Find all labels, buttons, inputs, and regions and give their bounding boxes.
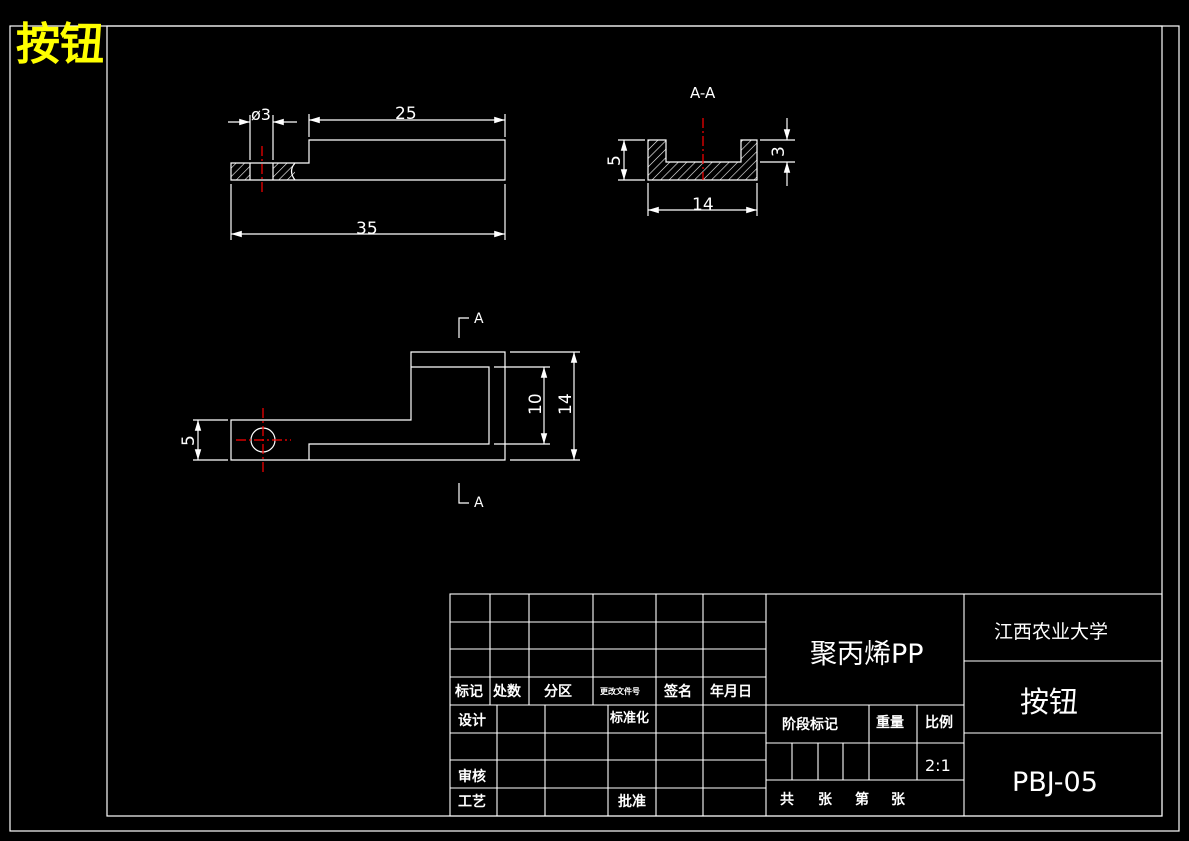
- cut-mark-top: A: [474, 311, 484, 327]
- dim-length-25: 25: [395, 104, 417, 124]
- part-name: 按钮: [1020, 685, 1078, 719]
- plan-view: [193, 317, 580, 504]
- drawing-number: PBJ-05: [1012, 767, 1098, 798]
- sheet-total: 共: [780, 791, 794, 808]
- dim-section-height: 5: [605, 155, 625, 166]
- institution-name: 江西农业大学: [994, 621, 1108, 643]
- sheet-index: 第: [855, 791, 869, 808]
- rev-header-zone: 分区: [544, 684, 572, 700]
- label-process: 工艺: [458, 793, 486, 810]
- label-review: 审核: [458, 768, 486, 785]
- label-design: 设计: [458, 712, 486, 729]
- sheet-unit-2: 张: [891, 792, 906, 808]
- label-scale: 比例: [925, 714, 953, 731]
- section-label: A-A: [690, 84, 716, 102]
- rev-header-doc-no: 更改文件号: [600, 686, 640, 696]
- rev-header-mark: 标记: [454, 683, 483, 700]
- label-stage-mark: 阶段标记: [782, 716, 838, 733]
- front-view: [228, 114, 506, 240]
- dim-plan-outer: 14: [556, 393, 576, 415]
- label-approve: 批准: [618, 793, 646, 810]
- rev-header-sign: 签名: [663, 683, 692, 700]
- dim-section-width: 14: [692, 195, 714, 215]
- outer-border: [9, 25, 1180, 832]
- dim-hole-diameter: ø3: [251, 105, 271, 124]
- dim-plan-height: 5: [179, 435, 199, 446]
- label-standardization: 标准化: [609, 710, 649, 726]
- dim-plan-inner: 10: [526, 393, 546, 415]
- scale-value: 2:1: [925, 756, 951, 775]
- rev-header-date: 年月日: [710, 683, 752, 700]
- dim-section-depth: 3: [769, 146, 789, 157]
- cut-mark-bottom: A: [474, 495, 484, 511]
- label-weight: 重量: [876, 714, 904, 731]
- dim-length-35: 35: [356, 219, 378, 239]
- material-name: 聚丙烯PP: [810, 639, 924, 670]
- title-block-grid: [449, 593, 1163, 817]
- drawing-title: 按钮: [16, 19, 104, 70]
- inner-frame: [106, 25, 1163, 817]
- sheet-unit-1: 张: [818, 792, 833, 808]
- section-view: [618, 118, 795, 216]
- rev-header-count: 处数: [492, 683, 522, 700]
